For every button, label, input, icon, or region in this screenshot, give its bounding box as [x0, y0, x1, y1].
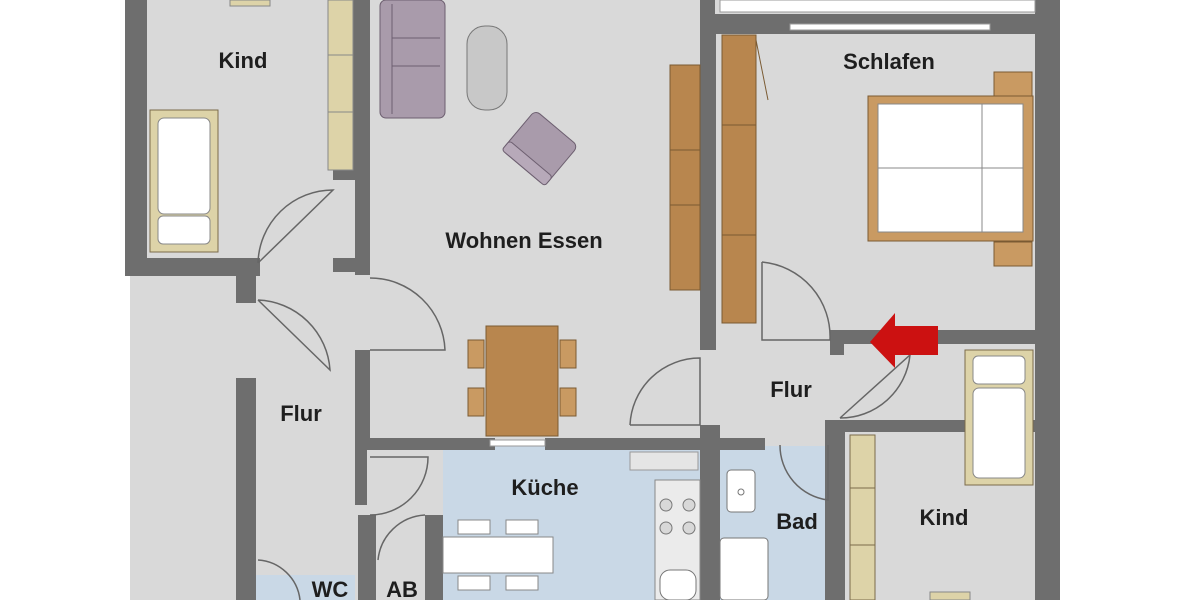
sofa [379, 0, 446, 119]
armchair [502, 112, 577, 186]
kind-top-furniture [149, 0, 354, 253]
sink-icon [659, 569, 697, 600]
wall-cabinet [669, 64, 701, 291]
coffee-table [466, 25, 508, 111]
label-bad: Bad [776, 509, 818, 534]
kitchen-furniture [442, 479, 701, 600]
shelf [327, 0, 354, 171]
living-furniture [379, 0, 701, 437]
kitchen-table [442, 536, 554, 574]
wc-floor [255, 575, 355, 600]
dining-table [485, 325, 559, 437]
label-kind-bottom: Kind [920, 505, 969, 530]
label-schlafen: Schlafen [843, 49, 935, 74]
room-labels: Kind Wohnen Essen Schlafen Flur Flur Küc… [219, 48, 969, 600]
bedroom-furniture [721, 34, 1034, 324]
bathtub-icon [719, 537, 769, 600]
windows [489, 0, 1036, 471]
label-ab: AB [386, 577, 418, 600]
label-wohnen-essen: Wohnen Essen [445, 228, 602, 253]
label-wc: WC [312, 577, 349, 600]
door-swings [257, 189, 911, 600]
washbasin-icon [726, 469, 756, 513]
wardrobe [721, 34, 757, 324]
label-flur-left: Flur [280, 401, 322, 426]
label-kind-top: Kind [219, 48, 268, 73]
entrance-arrow-icon [870, 313, 938, 368]
floors [130, 0, 1050, 600]
label-flur-mid: Flur [770, 377, 812, 402]
shelf [849, 434, 876, 600]
stove-icon [659, 498, 696, 535]
kind-bottom-furniture [849, 349, 1034, 600]
label-kueche: Küche [511, 475, 578, 500]
bathroom-furniture [719, 469, 769, 600]
